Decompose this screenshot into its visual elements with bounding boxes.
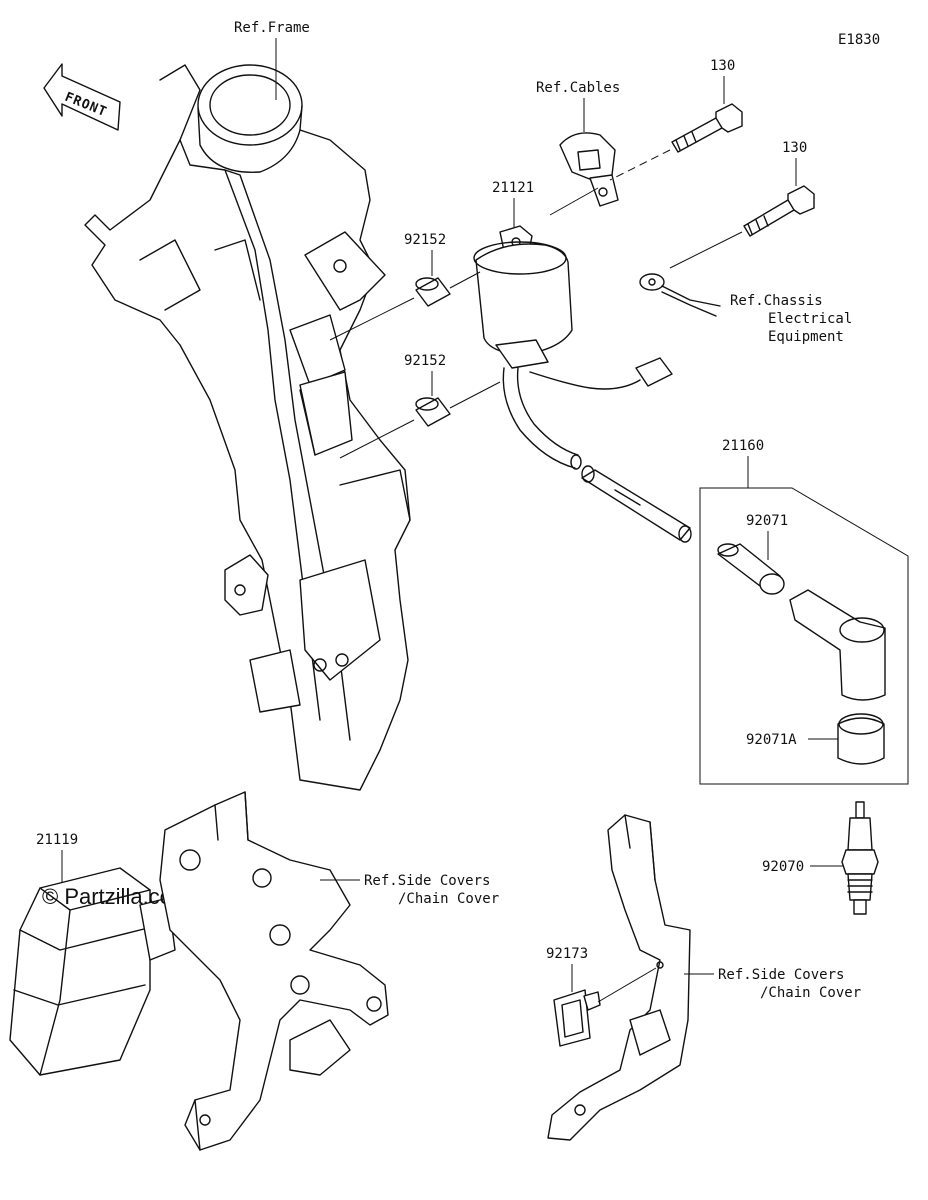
- collar-upper-drawing: [415, 277, 451, 307]
- collar-upper-label: 92152: [404, 232, 446, 248]
- cap-part-label: 92071: [746, 513, 788, 529]
- cap-assembly-box: [699, 487, 909, 785]
- bracket-right-drawing: [547, 814, 691, 1141]
- cable-clamp-drawing: [559, 132, 619, 207]
- cap-assembly-label: 21160: [722, 438, 764, 454]
- ignition-coil-drawing: [473, 225, 673, 470]
- frame-drawing: [84, 64, 411, 791]
- igniter-label: 21119: [36, 832, 78, 848]
- ref-side-covers-b-label-1: Ref.Side Covers: [718, 967, 844, 983]
- collar-lower-label: 92152: [404, 353, 446, 369]
- cap-part-drawing: [717, 543, 785, 595]
- bolt-upper-label: 130: [710, 58, 735, 74]
- bolt-lower-label: 130: [782, 140, 807, 156]
- ref-chassis-label-2: Electrical: [768, 311, 852, 327]
- bolt-lower-drawing: [743, 185, 815, 237]
- clip-label: 92173: [546, 946, 588, 962]
- cap-seal-drawing: [837, 713, 885, 765]
- ref-side-covers-a-label-1: Ref.Side Covers: [364, 873, 490, 889]
- ref-frame-label: Ref.Frame: [234, 20, 310, 36]
- ignition-coil-label: 21121: [492, 180, 534, 196]
- spark-plug-drawing: [841, 801, 879, 915]
- spark-plug-lead-drawing: [581, 465, 692, 543]
- ref-cables-label: Ref.Cables: [536, 80, 620, 96]
- bracket-left-drawing: [159, 791, 389, 1151]
- ref-side-covers-a-label-2: /Chain Cover: [398, 891, 499, 907]
- ref-chassis-label-3: Equipment: [768, 329, 844, 345]
- cap-seal-label: 92071A: [746, 732, 797, 748]
- spark-plug-label: 92070: [762, 859, 804, 875]
- chassis-ground-lead-drawing: [639, 273, 721, 317]
- clip-drawing: [553, 989, 601, 1047]
- ref-side-covers-b-label-2: /Chain Cover: [760, 985, 861, 1001]
- ref-chassis-label-1: Ref.Chassis: [730, 293, 823, 309]
- front-arrow: FRONT: [43, 63, 121, 131]
- diagram-code: E1830: [838, 32, 880, 48]
- plug-cap-boot-drawing: [789, 589, 886, 701]
- collar-lower-drawing: [415, 397, 451, 427]
- bolt-upper-drawing: [671, 103, 743, 153]
